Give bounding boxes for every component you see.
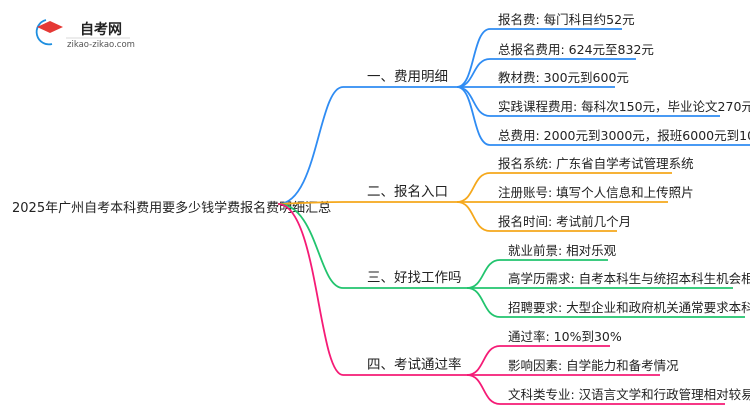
leaf-item: 总报名费用: 624元至832元 (498, 42, 654, 57)
leaf-item: 教材费: 300元到600元 (498, 70, 629, 85)
logo-url: zikao-zikao.com (67, 40, 135, 50)
logo-title: 自考网 (80, 21, 122, 38)
leaf-item: 影响因素: 自学能力和备考情况 (508, 358, 679, 373)
leaf-item: 报名时间: 考试前几个月 (498, 214, 631, 229)
leaf-item: 通过率: 10%到30% (508, 329, 622, 344)
branch-label: 四、考试通过率 (367, 356, 462, 373)
logo-ring-icon (35, 19, 53, 46)
leaf-item: 文科类专业: 汉语言文学和行政管理相对较易 (508, 387, 750, 402)
branch-label: 一、费用明细 (367, 69, 448, 85)
root-topic: 2025年广州自考本科费用要多少钱学费报名费明细汇总 (12, 200, 331, 216)
leaf-item: 总费用: 2000元到3000元，报班6000元到10000元 (498, 128, 750, 143)
leaf-item: 高学历需求: 自考本科生与统招本科生机会相同 (508, 271, 750, 286)
branch-label: 三、好找工作吗 (367, 270, 462, 286)
leaf-item: 招聘要求: 大型企业和政府机关通常要求本科学历 (508, 300, 750, 315)
leaf-item: 就业前景: 相对乐观 (508, 243, 617, 258)
leaf-item: 报名系统: 广东省自学考试管理系统 (498, 156, 694, 171)
logo: 自考网 zikao-zikao.com (35, 19, 135, 50)
leaf-item: 实践课程费用: 每科次150元，毕业论文270元 (498, 99, 750, 114)
branch-label: 二、报名入口 (367, 184, 448, 200)
leaf-item: 报名费: 每门科目约52元 (498, 12, 635, 27)
graduation-cap-icon (37, 21, 63, 33)
leaf-item: 注册账号: 填写个人信息和上传照片 (498, 185, 694, 200)
